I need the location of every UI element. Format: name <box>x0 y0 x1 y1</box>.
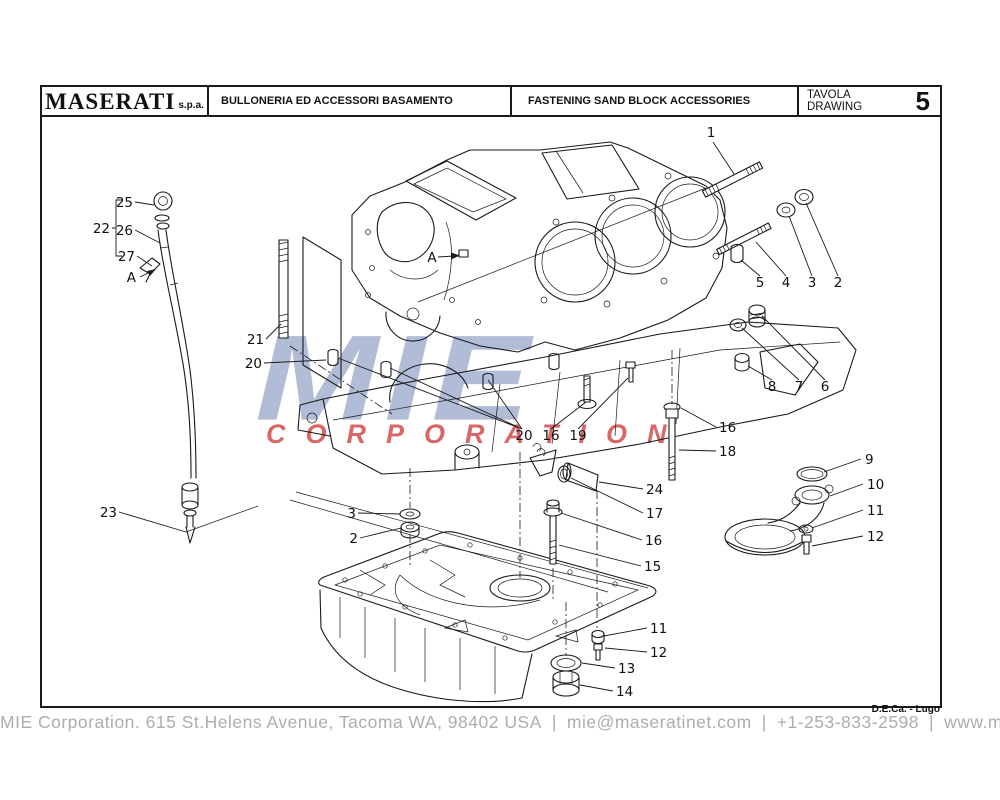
brand-suffix: s.p.a. <box>178 99 204 111</box>
watermark-mie: MIE <box>255 310 537 446</box>
callout-labels: 1 5 4 3 2 8 7 6 9 10 11 12 16 18 24 17 1… <box>93 125 884 700</box>
callout-25: 25 <box>116 195 133 211</box>
footer-website: www.maseratinet.com <box>944 712 1000 732</box>
callout-15: 15 <box>644 559 661 575</box>
footer-company: MIE Corporation. 615 St.Helens Avenue, T… <box>0 712 542 732</box>
callout-18: 18 <box>719 444 736 460</box>
callout-13: 13 <box>618 661 635 677</box>
fasteners-drawing <box>327 161 814 697</box>
drawing-credit: D.E.Ca. - Lugo <box>871 704 940 715</box>
tavola-cell: TAVOLA DRAWING 5 <box>799 85 940 116</box>
title-english: FASTENING SAND BLOCK ACCESSORIES <box>528 95 751 107</box>
callout-16-right: 16 <box>719 420 736 436</box>
callout-23: 23 <box>100 505 117 521</box>
callout-21: 21 <box>247 332 264 348</box>
callout-12b: 12 <box>650 645 667 661</box>
title-english-cell: FASTENING SAND BLOCK ACCESSORIES <box>512 87 799 115</box>
drawing-frame: MASERATI s.p.a. BULLONERIA ED ACCESSORI … <box>40 85 942 708</box>
footer-email: mie@maseratinet.com <box>566 712 752 732</box>
callout-12: 12 <box>867 529 884 545</box>
callout-1: 1 <box>707 125 716 141</box>
callout-2b: 2 <box>349 531 358 547</box>
oil-pan-drawing <box>318 531 657 703</box>
engine-block-drawing <box>351 141 728 353</box>
callout-10: 10 <box>867 477 884 493</box>
title-block: MASERATI s.p.a. BULLONERIA ED ACCESSORI … <box>42 85 940 117</box>
callout-14: 14 <box>616 684 633 700</box>
callout-2: 2 <box>834 275 843 291</box>
title-italian-cell: BULLONERIA ED ACCESSORI BASAMENTO <box>209 87 512 115</box>
callout-27: 27 <box>118 249 135 265</box>
callout-16-mid: 16 <box>645 533 662 549</box>
watermark-corporation: CORPORATION <box>266 419 687 449</box>
callout-16-center: 16 <box>542 428 559 444</box>
callout-24: 24 <box>646 482 663 498</box>
callout-A-left: A <box>127 270 137 286</box>
title-italian: BULLONERIA ED ACCESSORI BASAMENTO <box>221 95 453 107</box>
callout-3: 3 <box>808 275 817 291</box>
callout-26: 26 <box>116 223 133 239</box>
callout-6: 6 <box>821 379 830 395</box>
brand-cell: MASERATI s.p.a. <box>42 87 209 115</box>
oil-pickup-drawing <box>724 466 834 556</box>
dipstick-drawing <box>139 191 259 544</box>
callout-8: 8 <box>768 379 777 395</box>
bedplate-drawing <box>289 321 857 593</box>
stud-21-drawing <box>278 236 393 415</box>
footer-contact-line: MIE Corporation. 615 St.Helens Avenue, T… <box>0 712 1000 733</box>
callout-9: 9 <box>865 452 874 468</box>
centerlines <box>409 350 673 656</box>
callout-22: 22 <box>93 221 110 237</box>
footer-phone: +1-253-833-2598 <box>776 712 920 732</box>
callout-3b: 3 <box>347 506 356 522</box>
callout-17: 17 <box>646 506 663 522</box>
callout-11: 11 <box>867 503 884 519</box>
callout-20-center: 20 <box>515 428 532 444</box>
callout-20-left: 20 <box>245 356 262 372</box>
callout-11b: 11 <box>650 621 667 637</box>
callout-A-center: A <box>427 250 437 266</box>
callout-7: 7 <box>795 379 804 395</box>
callout-5: 5 <box>756 275 765 291</box>
tavola-label: TAVOLA DRAWING <box>807 89 863 113</box>
leader-lines <box>112 141 864 692</box>
drawing-number: 5 <box>915 85 930 116</box>
callout-19: 19 <box>569 428 586 444</box>
brand-name: MASERATI <box>45 88 176 114</box>
callout-4: 4 <box>782 275 791 291</box>
